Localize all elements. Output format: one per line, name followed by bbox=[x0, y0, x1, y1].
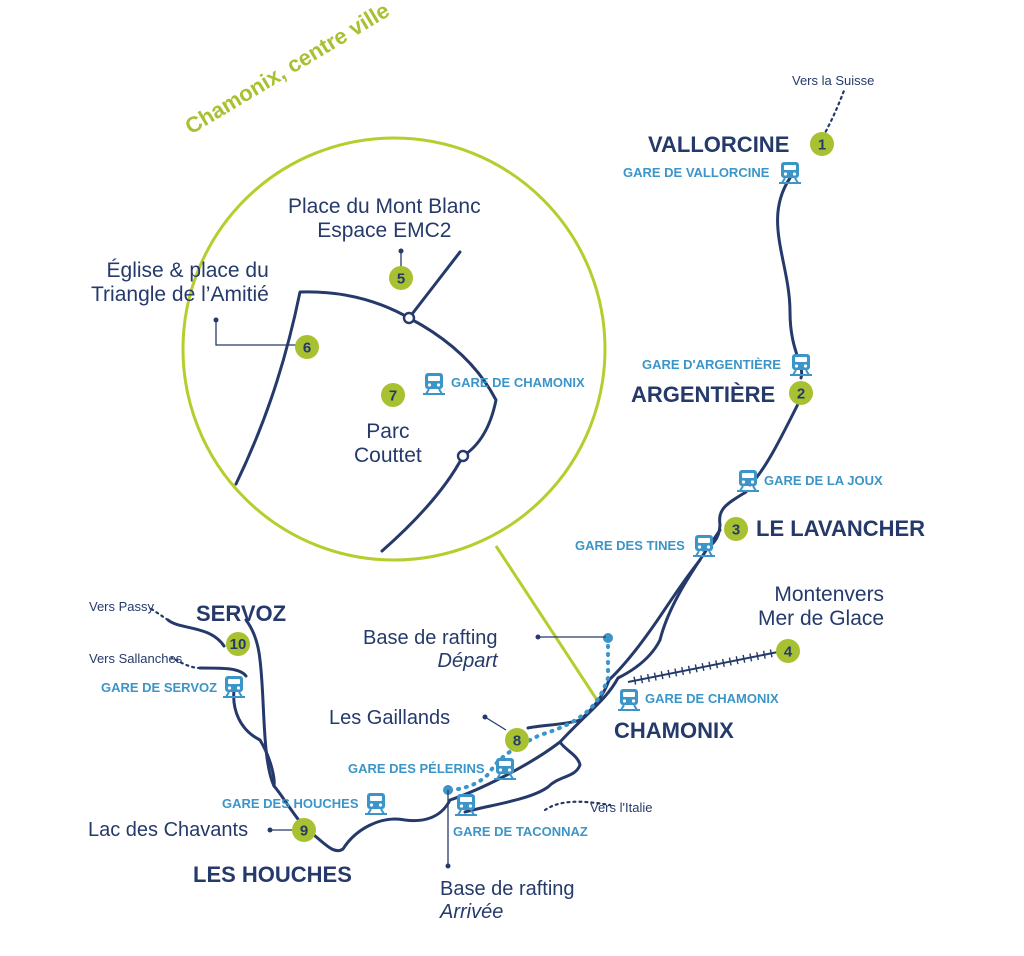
place-montenvers: Montenvers Mer de Glace bbox=[758, 583, 884, 631]
inset-stop-ring bbox=[402, 311, 416, 325]
station-pelerins: GARE DES PÉLERINS bbox=[348, 761, 485, 776]
svg-text:3: 3 bbox=[732, 522, 740, 539]
train-icon bbox=[364, 792, 388, 815]
station-chamonix: GARE DE CHAMONIX bbox=[645, 691, 779, 706]
town-le-lavancher: LE LAVANCHER bbox=[756, 516, 926, 541]
rack-tick bbox=[756, 652, 760, 661]
station-la-joux: GARE DE LA JOUX bbox=[764, 473, 883, 488]
station-tines: GARE DES TINES bbox=[575, 538, 685, 553]
place-montenvers-line1: Montenvers bbox=[774, 583, 885, 606]
place-mont-blanc: Place du Mont Blanc Espace EMC2 bbox=[288, 195, 481, 243]
rack-tick bbox=[701, 662, 705, 672]
place-rafting-arrivee-line2: Arrivée bbox=[440, 901, 504, 923]
badges: 1 2 3 4 5 6 7 8 9 10 bbox=[226, 132, 834, 842]
svg-text:6: 6 bbox=[303, 340, 311, 357]
badge-3: 3 bbox=[724, 517, 748, 541]
inset-circle bbox=[181, 136, 607, 562]
station-vallorcine: GARE DE VALLORCINE bbox=[623, 165, 770, 180]
svg-text:5: 5 bbox=[397, 271, 405, 288]
badge-1: 1 bbox=[810, 132, 834, 156]
direction-suisse: Vers la Suisse bbox=[792, 73, 875, 88]
rack-tick bbox=[667, 669, 671, 678]
place-montenvers-line2: Mer de Glace bbox=[758, 607, 885, 631]
rack-tick bbox=[769, 649, 773, 658]
place-parc-line2: Couttet bbox=[354, 444, 422, 468]
badge-9: 9 bbox=[292, 818, 316, 842]
direction-passy: Vers Passy bbox=[89, 599, 155, 614]
rack-tick bbox=[646, 673, 650, 682]
rack-tick bbox=[694, 664, 698, 673]
place-parc-line1: Parc bbox=[366, 420, 410, 443]
train-icon bbox=[617, 688, 641, 711]
badge-2: 2 bbox=[789, 381, 813, 405]
station-chamonix-inset: GARE DE CHAMONIX bbox=[451, 375, 585, 390]
rail-network bbox=[148, 86, 847, 853]
rack-tick bbox=[715, 660, 719, 669]
rack-tick bbox=[687, 665, 691, 674]
place-eglise-line2: Triangle de l’Amitié bbox=[91, 283, 269, 307]
rafting-start-point bbox=[603, 633, 613, 643]
svg-text:8: 8 bbox=[513, 733, 521, 750]
place-rafting-arrivee-line1: Base de rafting bbox=[440, 878, 575, 900]
svg-text:1: 1 bbox=[818, 137, 826, 154]
place-rafting-depart-line2: Départ bbox=[437, 650, 498, 672]
rack-tick bbox=[721, 658, 725, 667]
inset-stop-ring bbox=[456, 449, 470, 463]
direction-sallanches: Vers Sallanches bbox=[89, 651, 183, 666]
place-eglise-line1: Église & place du bbox=[106, 259, 269, 282]
train-icon bbox=[422, 372, 446, 395]
svg-text:9: 9 bbox=[300, 823, 308, 840]
rack-tick bbox=[640, 675, 644, 684]
badge-7: 7 bbox=[381, 383, 405, 407]
svg-text:10: 10 bbox=[230, 636, 247, 653]
place-mont-blanc-line2: Espace EMC2 bbox=[317, 219, 452, 243]
rack-tick bbox=[735, 656, 739, 665]
station-argentiere: GARE D'ARGENTIÈRE bbox=[642, 357, 781, 372]
badge-10: 10 bbox=[226, 632, 250, 656]
svg-text:7: 7 bbox=[389, 388, 397, 405]
direction-italie: Vers l'Italie bbox=[590, 800, 653, 815]
town-vallorcine: VALLORCINE bbox=[648, 132, 790, 157]
train-icon bbox=[736, 469, 760, 492]
town-chamonix: CHAMONIX bbox=[614, 718, 734, 743]
rack-tick bbox=[674, 668, 678, 677]
place-lac-des-chavants: Lac des Chavants bbox=[88, 819, 249, 841]
place-rafting-depart: Base de rafting Départ bbox=[363, 627, 498, 673]
inset-connector bbox=[494, 545, 599, 701]
station-taconnaz: GARE DE TACONNAZ bbox=[453, 824, 588, 839]
badge-6: 6 bbox=[295, 335, 319, 359]
town-argentiere: ARGENTIÈRE bbox=[631, 382, 776, 407]
rack-tick bbox=[762, 650, 766, 659]
place-rafting-depart-line1: Base de rafting bbox=[363, 627, 498, 649]
rack-tick bbox=[660, 671, 664, 680]
rack-tick bbox=[742, 654, 746, 663]
station-houches: GARE DES HOUCHES bbox=[222, 796, 359, 811]
rack-tick bbox=[708, 661, 712, 670]
leader-lines bbox=[213, 248, 606, 869]
rack-tick bbox=[728, 657, 732, 666]
inset-roads bbox=[234, 250, 498, 553]
rack-tick bbox=[633, 676, 637, 685]
place-mont-blanc-line1: Place du Mont Blanc bbox=[288, 195, 481, 218]
place-rafting-arrivee: Base de rafting Arrivée bbox=[440, 878, 575, 924]
svg-text:4: 4 bbox=[784, 644, 793, 661]
place-eglise: Église & place du Triangle de l’Amitié bbox=[91, 259, 269, 307]
town-les-houches: LES HOUCHES bbox=[193, 862, 352, 887]
place-parc-couttet: Parc Couttet bbox=[354, 420, 422, 468]
rack-tick bbox=[653, 672, 657, 681]
rack-ticks bbox=[633, 649, 773, 685]
rack-tick bbox=[749, 653, 753, 662]
badge-5: 5 bbox=[389, 266, 413, 290]
badge-4: 4 bbox=[776, 639, 800, 663]
town-servoz: SERVOZ bbox=[196, 601, 287, 626]
rack-tick bbox=[681, 667, 685, 676]
svg-text:2: 2 bbox=[797, 386, 805, 403]
station-servoz: GARE DE SERVOZ bbox=[101, 680, 218, 695]
place-les-gaillands: Les Gaillands bbox=[329, 707, 451, 729]
badge-8: 8 bbox=[505, 728, 529, 752]
